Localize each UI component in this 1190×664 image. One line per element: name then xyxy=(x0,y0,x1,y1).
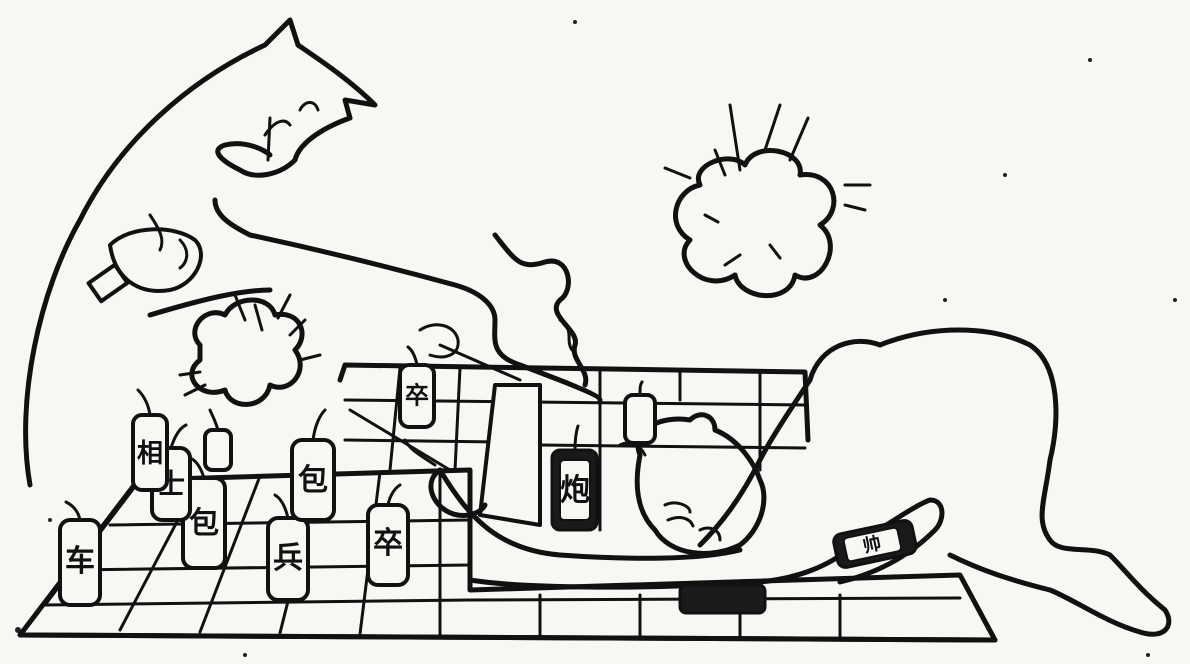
chess-piece: 相 xyxy=(131,388,169,492)
explosion-right-icon xyxy=(663,103,872,299)
chess-piece: 卒 xyxy=(398,345,436,429)
chess-piece: 帅 xyxy=(832,519,918,569)
chess-piece: 兵 xyxy=(266,493,310,602)
chess-piece: 车 xyxy=(58,500,102,607)
chess-piece xyxy=(203,408,233,472)
chess-pieces: 车 包 兵 卒 包 士 相 xyxy=(58,345,918,615)
piece-label: 卒 xyxy=(373,526,403,561)
piece-label: 兵 xyxy=(273,541,303,576)
piece-label: 炮 xyxy=(560,473,590,508)
piece-label: 车 xyxy=(65,544,95,579)
speckles xyxy=(15,20,1177,657)
chess-piece: 卒 xyxy=(366,483,410,587)
piece-label: 包 xyxy=(298,463,328,498)
chess-piece: 包 xyxy=(181,456,227,570)
explosion-left-icon xyxy=(178,293,322,407)
standing-man xyxy=(23,17,603,488)
smoke-trail xyxy=(492,232,589,388)
chess-piece xyxy=(678,583,767,615)
piece-label: 相 xyxy=(137,439,163,469)
chess-piece: 包 xyxy=(290,408,336,522)
piece-label: 卒 xyxy=(405,381,429,410)
piece-label: 帅 xyxy=(861,532,883,557)
piece-label: 包 xyxy=(189,506,219,541)
chess-piece xyxy=(623,380,657,445)
chess-piece: 炮 xyxy=(550,424,599,532)
